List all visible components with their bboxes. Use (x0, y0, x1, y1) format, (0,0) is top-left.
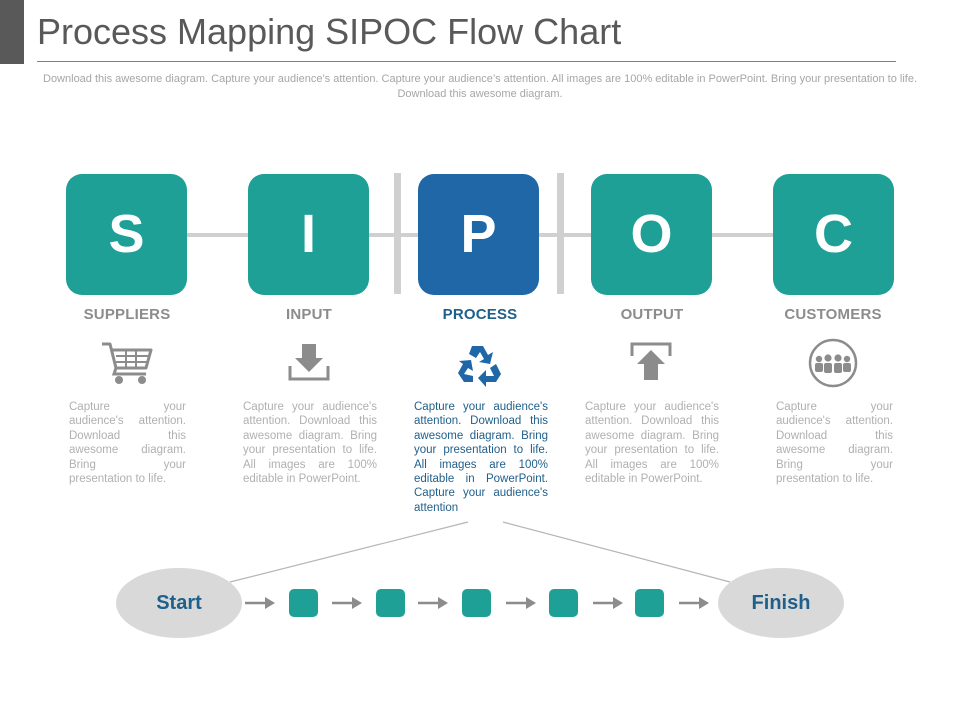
tile-input: I (248, 174, 369, 295)
download-icon (288, 344, 330, 381)
recycle-icon (458, 346, 501, 387)
desc-customers: Capture your audience's attention. Downl… (776, 401, 893, 486)
desc-output: Capture your audience's attention. Downl… (585, 401, 719, 486)
desc-process: Capture your audience's attention. Downl… (414, 401, 548, 514)
start-oval: Start (116, 568, 242, 638)
flow-step-5 (635, 589, 664, 617)
title-underline (37, 61, 896, 62)
tile-suppliers: S (66, 174, 187, 295)
label-suppliers: SUPPLIERS (83, 306, 171, 323)
flow-arrow-5 (593, 597, 623, 609)
tile-customers: C (773, 174, 894, 295)
corner-accent (0, 0, 24, 64)
people-group-icon (808, 338, 858, 388)
flow-arrow-4 (506, 597, 536, 609)
upload-icon (630, 342, 672, 380)
flow-step-3 (462, 589, 491, 617)
label-customers: CUSTOMERS (784, 306, 882, 323)
flow-arrow-2 (332, 597, 362, 609)
label-input: INPUT (286, 306, 332, 323)
fan-line-finish (502, 521, 731, 583)
shopping-cart-icon (102, 342, 153, 384)
tile-process: P (418, 174, 539, 295)
flow-step-2 (376, 589, 405, 617)
desc-input: Capture your audience's attention. Downl… (243, 401, 377, 486)
desc-suppliers: Capture your audience's attention. Downl… (69, 401, 186, 486)
label-output: OUTPUT (620, 306, 684, 323)
flow-arrow-6 (679, 597, 709, 609)
finish-oval: Finish (718, 568, 844, 638)
fan-line-start (229, 521, 469, 583)
flow-step-4 (549, 589, 578, 617)
flow-arrow-3 (418, 597, 448, 609)
flow-arrow-1 (245, 597, 275, 609)
process-divider-left (394, 173, 401, 294)
page-subtitle: Download this awesome diagram. Capture y… (43, 73, 917, 100)
process-divider-right (557, 173, 564, 294)
page-title: Process Mapping SIPOC Flow Chart (37, 11, 622, 52)
flow-step-1 (289, 589, 318, 617)
tile-output: O (591, 174, 712, 295)
label-process: PROCESS (442, 306, 518, 323)
